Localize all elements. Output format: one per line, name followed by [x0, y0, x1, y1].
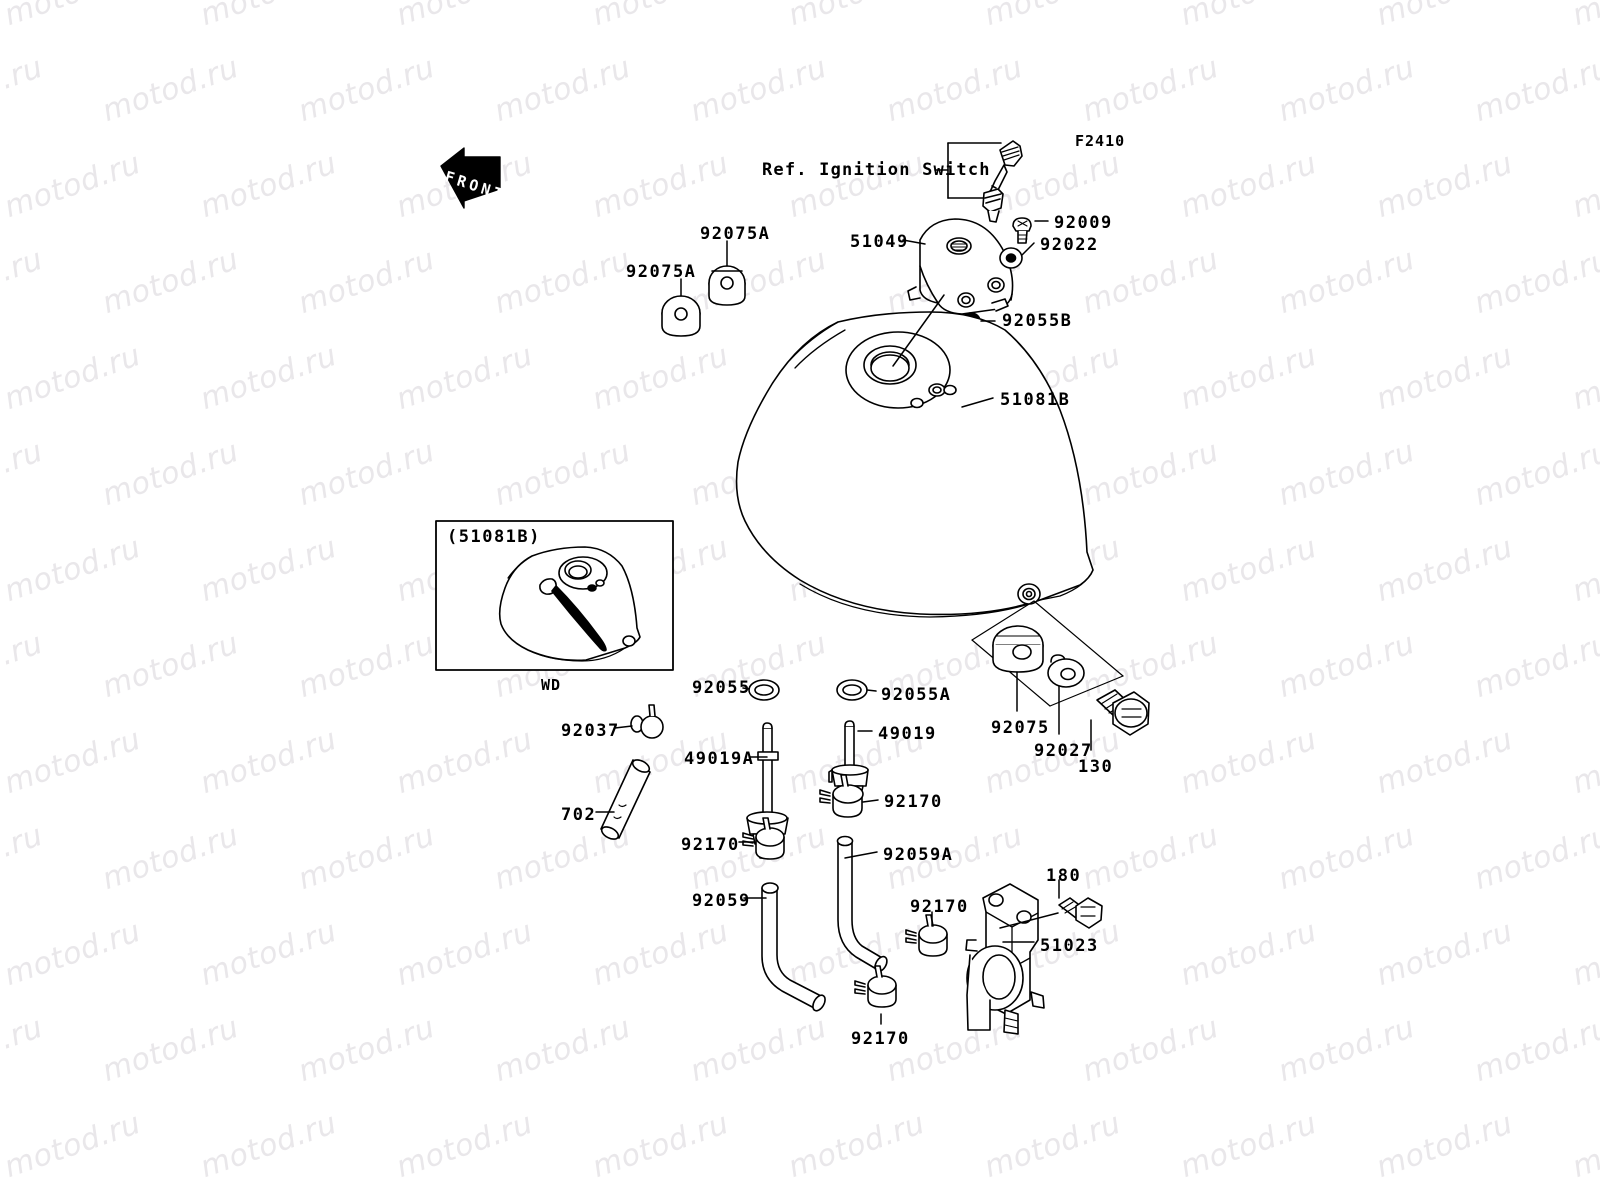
part-callout-92059: 92059 [692, 891, 751, 911]
tube-702 [600, 759, 651, 840]
screw-92009 [1012, 217, 1032, 244]
part-callout-49019: 49019 [878, 724, 937, 744]
ref-ignition-switch-label: Ref. Ignition Switch [762, 160, 991, 180]
inset-title-51081B: (51081B) [447, 527, 541, 547]
part-callout-92170: 92170 [884, 792, 943, 812]
oring-92055 [748, 679, 780, 701]
part-callout-51081B: 51081B [1000, 390, 1071, 410]
hose-92059A [836, 835, 888, 973]
inset-caption-wd: WD [541, 676, 562, 694]
part-callout-130: 130 [1078, 757, 1114, 777]
fuel-cap-51049 [907, 218, 1014, 315]
clamp-92170-bottom [854, 965, 897, 1008]
part-callout-51049: 51049 [850, 232, 909, 252]
part-callout-92170: 92170 [851, 1029, 910, 1049]
fuel-tap-51023 [965, 883, 1045, 1035]
part-callout-92022: 92022 [1040, 235, 1099, 255]
part-callout-92055: 92055 [692, 678, 751, 698]
hose-92059 [761, 882, 826, 1012]
part-callout-92055B: 92055B [1002, 311, 1073, 331]
damper-92075A-left [661, 295, 701, 337]
oring-92055A [836, 679, 868, 701]
part-callout-92055A: 92055A [881, 685, 952, 705]
clamp-92170-mid [819, 774, 864, 818]
part-callout-51023: 51023 [1040, 936, 1099, 956]
mount-projection-lines [971, 600, 1124, 707]
bolt-180 [1058, 897, 1103, 929]
bolt-130 [1096, 689, 1150, 736]
part-callout-49019A: 49019A [684, 749, 755, 769]
inset-box [435, 520, 674, 671]
ignition-plug-part [982, 188, 1004, 223]
clamp-92170-right [905, 914, 948, 957]
part-callout-92075A: 92075A [626, 262, 697, 282]
part-callout-180: 180 [1046, 866, 1082, 886]
part-callout-92075: 92075 [991, 718, 1050, 738]
ignition-key-part [989, 140, 1023, 196]
part-callout-92170: 92170 [910, 897, 969, 917]
damper-92075 [992, 625, 1044, 673]
washer-92022 [999, 247, 1023, 269]
clamp-92037 [630, 704, 664, 739]
leader-lines [595, 220, 1092, 1025]
part-callout-92037: 92037 [561, 721, 620, 741]
part-callout-702: 702 [561, 805, 597, 825]
part-callout-92075A: 92075A [700, 224, 771, 244]
part-callout-92027: 92027 [1034, 741, 1093, 761]
part-callout-92059A: 92059A [883, 845, 954, 865]
damper-92075A-right [708, 265, 746, 306]
front-arrow-icon: F R O N T [440, 147, 505, 209]
part-callout-92170: 92170 [681, 835, 740, 855]
collar-92027 [1047, 654, 1085, 688]
figure-code-F2410: F2410 [1075, 132, 1126, 150]
part-callout-92009: 92009 [1054, 213, 1113, 233]
fuel-tank-51081B [735, 311, 1094, 618]
